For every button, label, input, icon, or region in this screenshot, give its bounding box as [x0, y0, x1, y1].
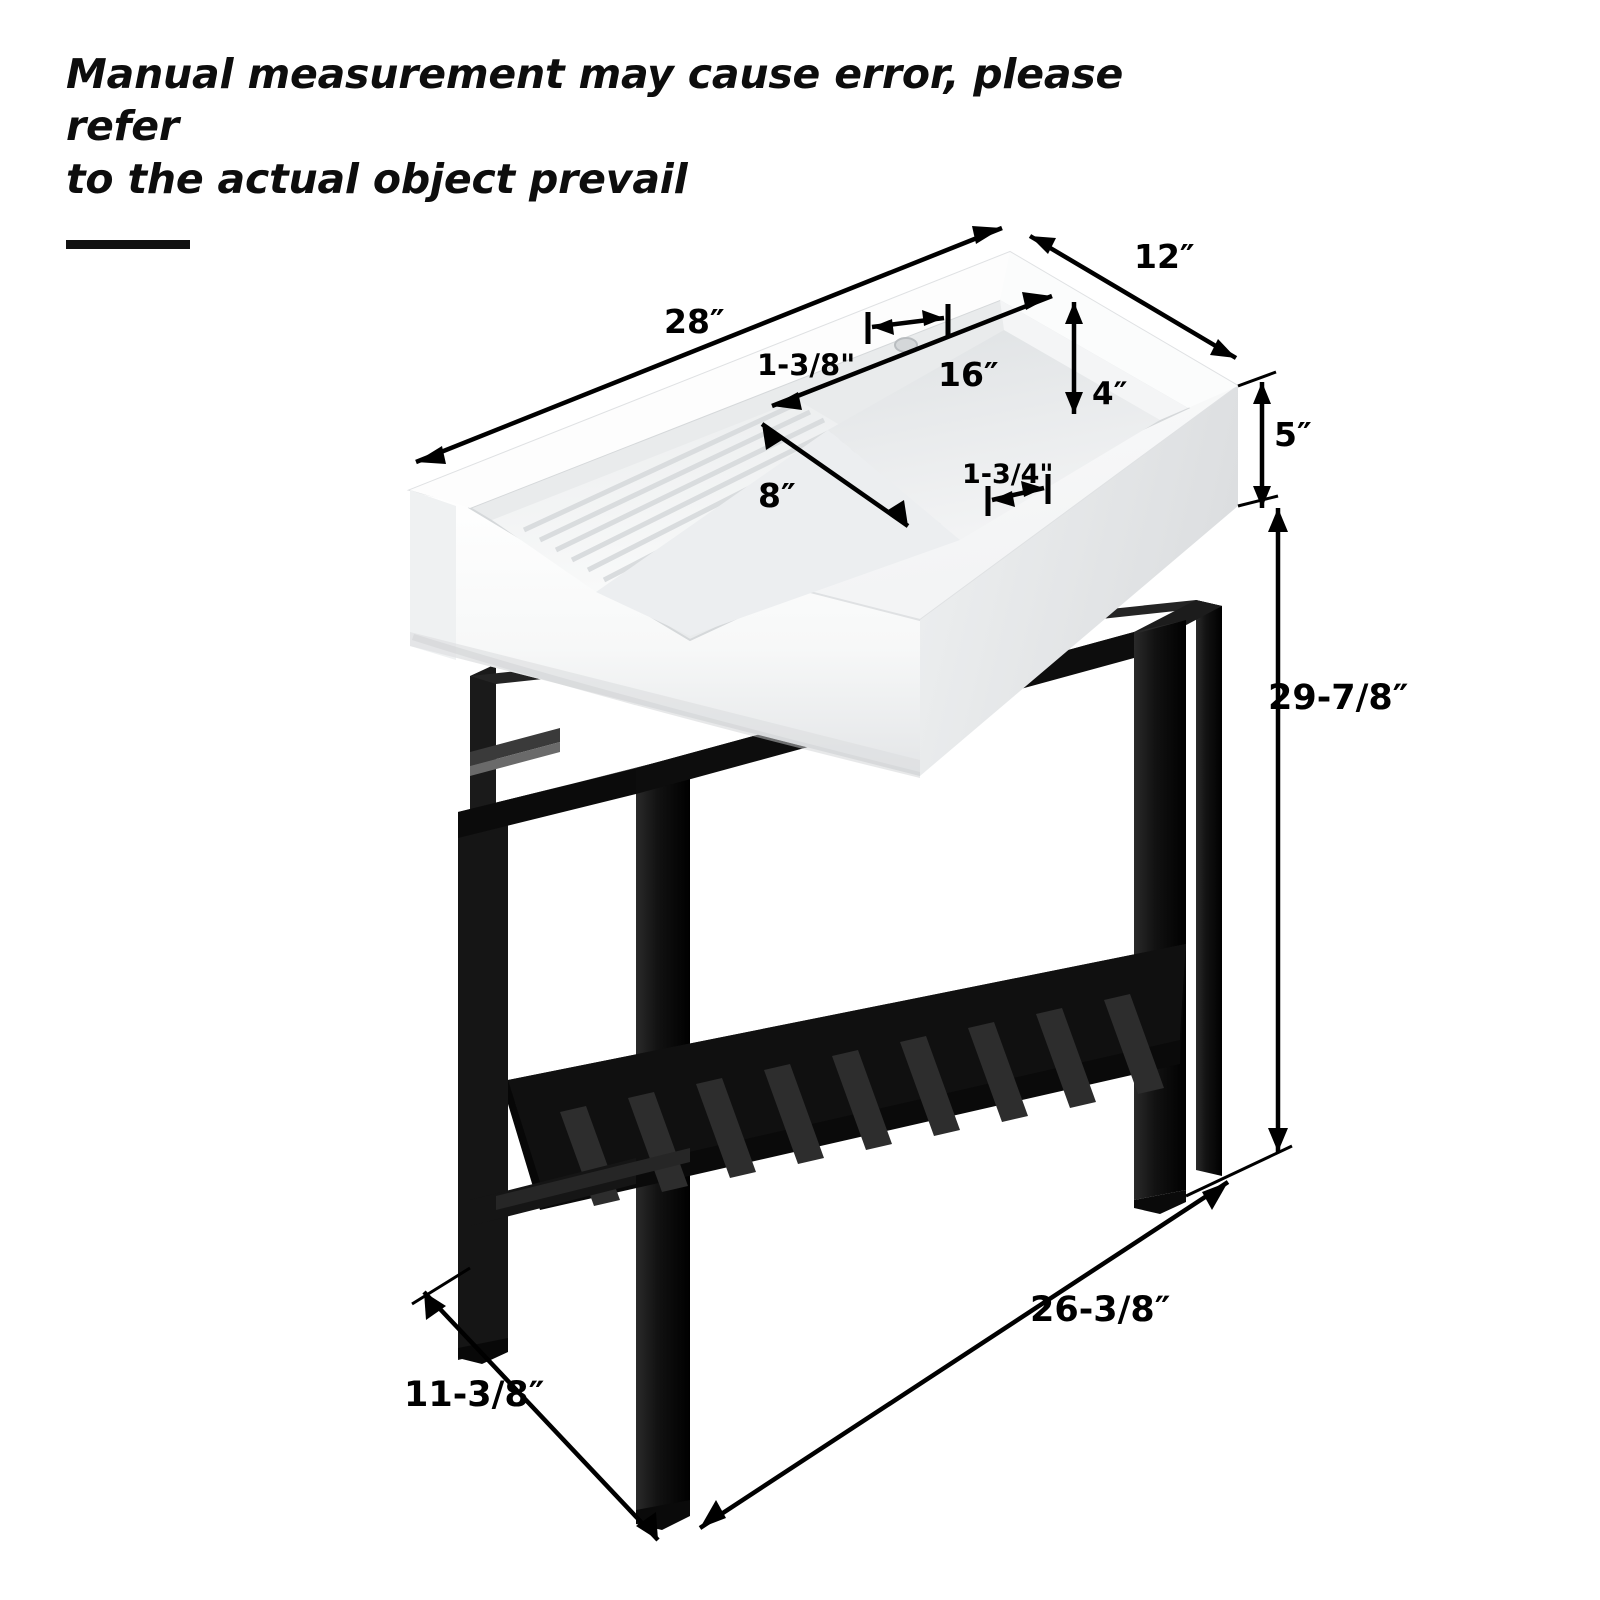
dim-label-stand-width: 26-3/8″ — [1030, 1290, 1171, 1330]
dim-label-basin-height: 5″ — [1274, 415, 1312, 454]
dim-label-basin-inner-depth: 4″ — [1092, 376, 1128, 412]
disclaimer-line-1: Manual measurement may cause error, plea… — [66, 50, 1124, 151]
dim-label-stand-depth: 11-3/8″ — [404, 1375, 545, 1415]
measurement-disclaimer: Manual measurement may cause error, plea… — [66, 48, 1246, 205]
dim-label-basin-inner-length: 16″ — [938, 355, 999, 394]
sink-basin — [406, 250, 1240, 778]
dimension-lines — [411, 225, 1293, 1542]
dim-label-overall-depth: 12″ — [1134, 237, 1195, 276]
dim-label-overall-width: 28″ — [664, 302, 725, 341]
dim-label-faucet-hole-offset: 1-3/8" — [757, 348, 856, 382]
disclaimer-line-2: to the actual object prevail — [66, 154, 688, 203]
shelf-slats — [560, 994, 1164, 1206]
dim-label-rim-width: 1-3/4" — [962, 459, 1054, 490]
dim-label-total-height: 29-7/8″ — [1268, 678, 1409, 718]
dim-label-basin-inner-width: 8″ — [758, 476, 796, 515]
divider-rule — [66, 240, 190, 249]
